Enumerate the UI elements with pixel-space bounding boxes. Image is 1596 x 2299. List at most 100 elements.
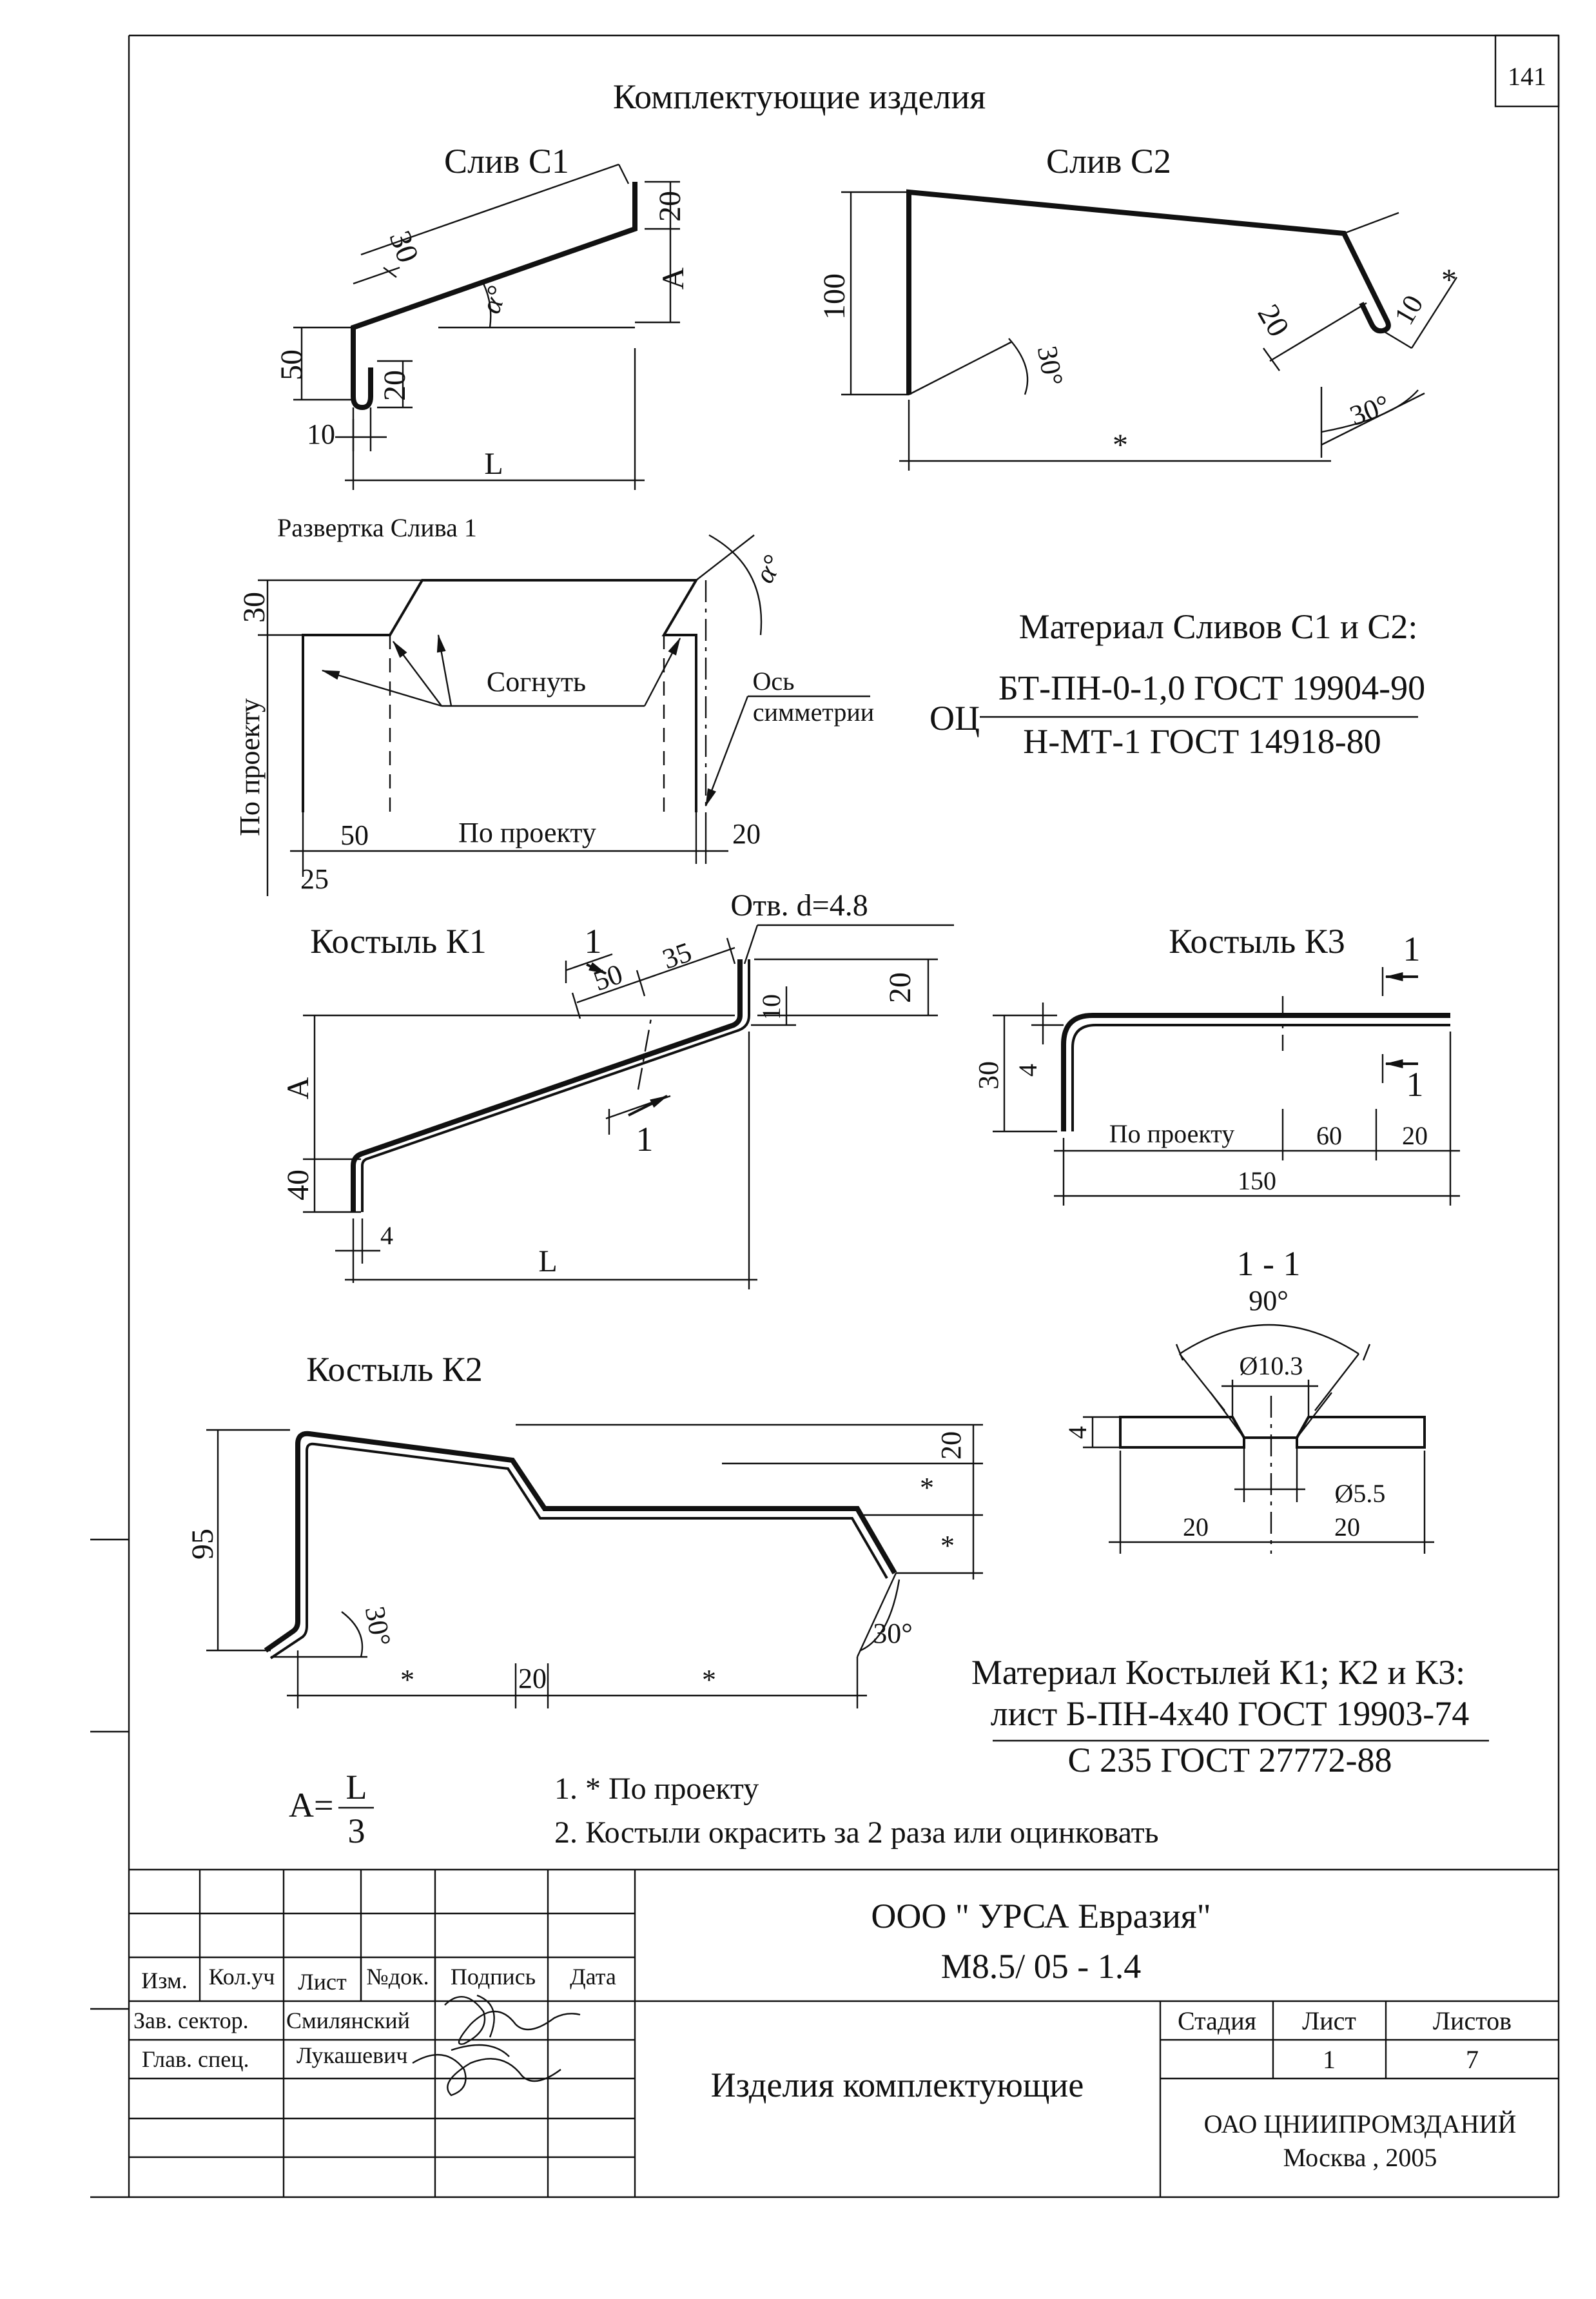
- row-2-name: Лукашевич: [297, 2042, 408, 2068]
- sliv-c1-title: Слив С1: [444, 142, 569, 181]
- sliv-c1-dim-l: L: [484, 447, 503, 481]
- section-dim-20-right: 20: [1334, 1512, 1360, 1541]
- sliv-c2-dim-10: 10: [1388, 289, 1429, 330]
- section-d-bottom: Ø5.5: [1335, 1479, 1386, 1508]
- sliv-c1: Слив С1 30 20 A α° 50 20 10: [275, 142, 690, 490]
- formula-den: 3: [348, 1812, 365, 1850]
- material-slivy-title: Материал Сливов С1 и С2:: [1019, 607, 1418, 646]
- sliv-c2-dim-20: 20: [1251, 298, 1296, 342]
- kostyl-k3-profile: [1061, 1013, 1450, 1131]
- kostyl-k1-section-mark-top: 1: [585, 922, 602, 961]
- note-2: 2. Костыли окрасить за 2 раза или оцинко…: [554, 1815, 1159, 1850]
- razvertka-dim-25: 25: [300, 863, 329, 895]
- drawing-name: Изделия комплектующие: [711, 2066, 1084, 2104]
- sliv-c1-alpha: α°: [474, 282, 513, 318]
- kostyl-k3-dim-150: 150: [1238, 1166, 1276, 1195]
- notes: 1. * По проекту 2. Костыли окрасить за 2…: [554, 1772, 1159, 1850]
- razvertka-dim-30: 30: [237, 592, 271, 623]
- title-code: М8.5/ 05 - 1.4: [941, 1947, 1142, 1986]
- material-slivy: Материал Сливов С1 и С2: ОЦ БТ-ПН-0-1,0 …: [929, 607, 1425, 761]
- kostyl-k1-profile: [351, 959, 743, 1212]
- kostyl-k1-dim-20: 20: [883, 972, 917, 1003]
- kostyl-k3-label-project: По проекту: [1109, 1119, 1234, 1148]
- title-company: ООО " УРСА Евразия": [871, 1897, 1211, 1935]
- razvertka-sliva-1: Развертка Слива 1 30 α° Согнуть Ось симм…: [234, 513, 874, 896]
- razvertka-dim-50: 50: [340, 819, 369, 851]
- sliv-c2-title: Слив С2: [1046, 142, 1171, 181]
- kostyl-k2-profile: [264, 1431, 897, 1653]
- kostyl-k3-section-mark-bottom: 1: [1406, 1065, 1424, 1104]
- sheet-label: Лист: [1302, 2006, 1356, 2035]
- material-slivy-prefix: ОЦ: [929, 699, 980, 738]
- sliv-c1-dim-50: 50: [275, 349, 309, 380]
- kostyl-k3-dim-4: 4: [1013, 1064, 1042, 1077]
- kostyl-k2-dim-95: 95: [186, 1529, 220, 1560]
- kostyl-k3: Костыль К3 1 1 30 4 По проекту 60 20 150: [973, 922, 1460, 1206]
- formula-num: L: [346, 1768, 367, 1806]
- formula: A= L 3: [289, 1768, 374, 1850]
- kostyl-k1-dim-a: A: [281, 1077, 315, 1099]
- section-title: 1 - 1: [1237, 1244, 1301, 1283]
- sliv-c1-dim-20-hook: 20: [378, 370, 412, 401]
- sliv-c1-dim-20-top: 20: [653, 191, 687, 222]
- header-podpis: Подпись: [451, 1964, 536, 1990]
- kostyl-k1-title: Костыль К1: [310, 922, 487, 961]
- sliv-c2-star-bottom: *: [1113, 428, 1128, 462]
- row-1-role: Зав. сектор.: [133, 2008, 249, 2033]
- material-kostyli-title: Материал Костылей К1; К2 и К3:: [971, 1653, 1465, 1692]
- razvertka-axis-label-2: симметрии: [753, 698, 874, 727]
- signature-1: [444, 1994, 581, 2045]
- section-angle: 90°: [1249, 1285, 1289, 1316]
- kostyl-k3-dim-20: 20: [1402, 1121, 1428, 1150]
- sliv-c1-profile: [351, 182, 637, 411]
- kostyl-k2: Костыль К2 95 20 * * 30° 30° * 20 *: [186, 1350, 983, 1708]
- row-1-name: Смилянский: [286, 2008, 410, 2033]
- kostyl-k3-dim-60: 60: [1316, 1121, 1342, 1150]
- section-d-top: Ø10.3: [1240, 1351, 1303, 1380]
- org-name: ОАО ЦНИИПРОМЗДАНИЙ: [1204, 2109, 1517, 2138]
- sliv-c1-dim-10: 10: [307, 418, 335, 450]
- sliv-c2-dim-100: 100: [817, 273, 852, 320]
- page-heading: Комплектующие изделия: [613, 77, 986, 116]
- row-2-role: Глав. спец.: [142, 2046, 249, 2072]
- razvertka-axis-label-1: Ось: [753, 667, 795, 696]
- header-data: Дата: [570, 1964, 616, 1990]
- formula-lhs: A=: [289, 1786, 333, 1825]
- kostyl-k2-angle-30-right: 30°: [873, 1618, 913, 1649]
- material-kostyli-denominator: С 235 ГОСТ 27772-88: [1067, 1741, 1392, 1779]
- sheet-number: 141: [1508, 62, 1546, 91]
- razvertka-dim-20: 20: [732, 818, 761, 850]
- sliv-c2-angle-30-left: 30°: [1031, 344, 1069, 388]
- sliv-c1-dim-30: 30: [382, 226, 425, 267]
- section-dim-20-left: 20: [1183, 1512, 1209, 1541]
- kostyl-k1-dim-l: L: [538, 1244, 557, 1278]
- sheets-label: Листов: [1433, 2006, 1512, 2035]
- kostyl-k3-dim-30: 30: [973, 1061, 1004, 1090]
- razvertka-title: Развертка Слива 1: [277, 513, 477, 542]
- header-list: Лист: [298, 1969, 347, 1995]
- kostyl-k1: Костыль К1 Отв. d=4.8 1 1 50 35 20 10: [281, 888, 954, 1289]
- section-1-1: 1 - 1 90° Ø10.3 4 Ø5.5 20 20: [1063, 1244, 1434, 1554]
- kostyl-k3-section-mark-top: 1: [1403, 930, 1421, 968]
- kostyl-k1-section-mark-bottom: 1: [636, 1120, 654, 1159]
- kostyl-k2-star-2: *: [940, 1530, 955, 1561]
- material-kostyli: Материал Костылей К1; К2 и К3: лист Б-ПН…: [971, 1653, 1489, 1779]
- razvertka-side-label: По проекту: [234, 698, 266, 836]
- material-kostyli-numerator: лист Б-ПН-4х40 ГОСТ 19903-74: [991, 1694, 1469, 1733]
- section-dim-4: 4: [1063, 1426, 1092, 1439]
- kostyl-k1-dim-40: 40: [281, 1169, 315, 1200]
- header-izm: Изм.: [141, 1968, 188, 1993]
- sliv-c2: Слив С2 30° 100 20 10 * 30° *: [817, 142, 1458, 471]
- stage-label: Стадия: [1178, 2006, 1256, 2035]
- sliv-c1-dim-a: A: [656, 267, 690, 289]
- kostyl-k2-star-bottom-right: *: [702, 1664, 716, 1696]
- razvertka-bend-label: Согнуть: [487, 666, 586, 698]
- header-ndok: №док.: [366, 1964, 429, 1990]
- kostyl-k2-dim-20-bottom: 20: [518, 1663, 547, 1694]
- kostyl-k3-title: Костыль К3: [1169, 922, 1345, 961]
- signature-2: [412, 2044, 561, 2097]
- kostyl-k1-dim-10: 10: [757, 994, 786, 1020]
- material-slivy-numerator: БТ-ПН-0-1,0 ГОСТ 19904-90: [998, 669, 1425, 707]
- material-slivy-denominator: Н-МТ-1 ГОСТ 14918-80: [1023, 722, 1381, 761]
